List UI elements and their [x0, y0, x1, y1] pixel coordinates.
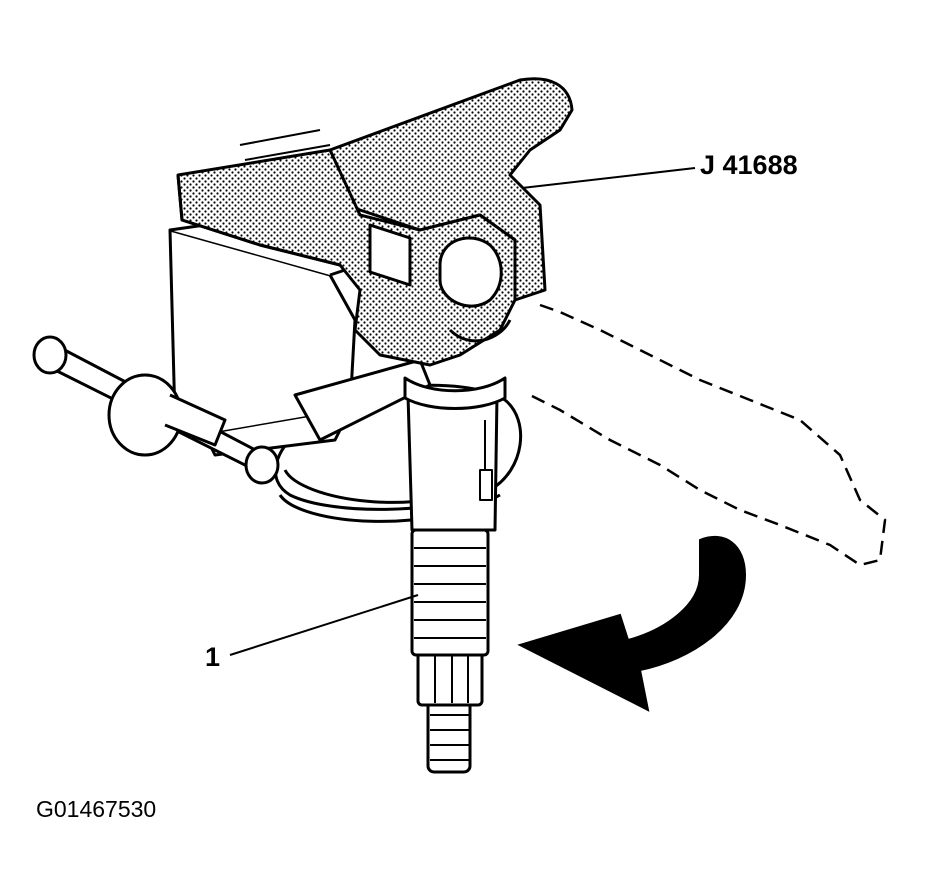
callout-tool-label: J 41688 [700, 150, 798, 180]
vise-handle-knob-left [32, 335, 68, 375]
vise-handle-knob-right [244, 445, 280, 485]
bench-vise-icon [32, 223, 523, 523]
component-icon [403, 376, 507, 774]
leader-line-tool [521, 167, 696, 189]
leader-line-part [229, 594, 419, 656]
component-tip [426, 698, 472, 774]
rotation-arrow-icon [517, 535, 747, 712]
component-hex [416, 648, 484, 707]
figure-id: G01467530 [36, 796, 157, 822]
tool-handle-dashed [529, 303, 887, 567]
vise-jaw [293, 358, 432, 442]
tool-jaw [438, 236, 503, 308]
special-tool-icon [176, 77, 574, 367]
component-body [406, 393, 499, 532]
callout-part-label: 1 [205, 642, 221, 672]
